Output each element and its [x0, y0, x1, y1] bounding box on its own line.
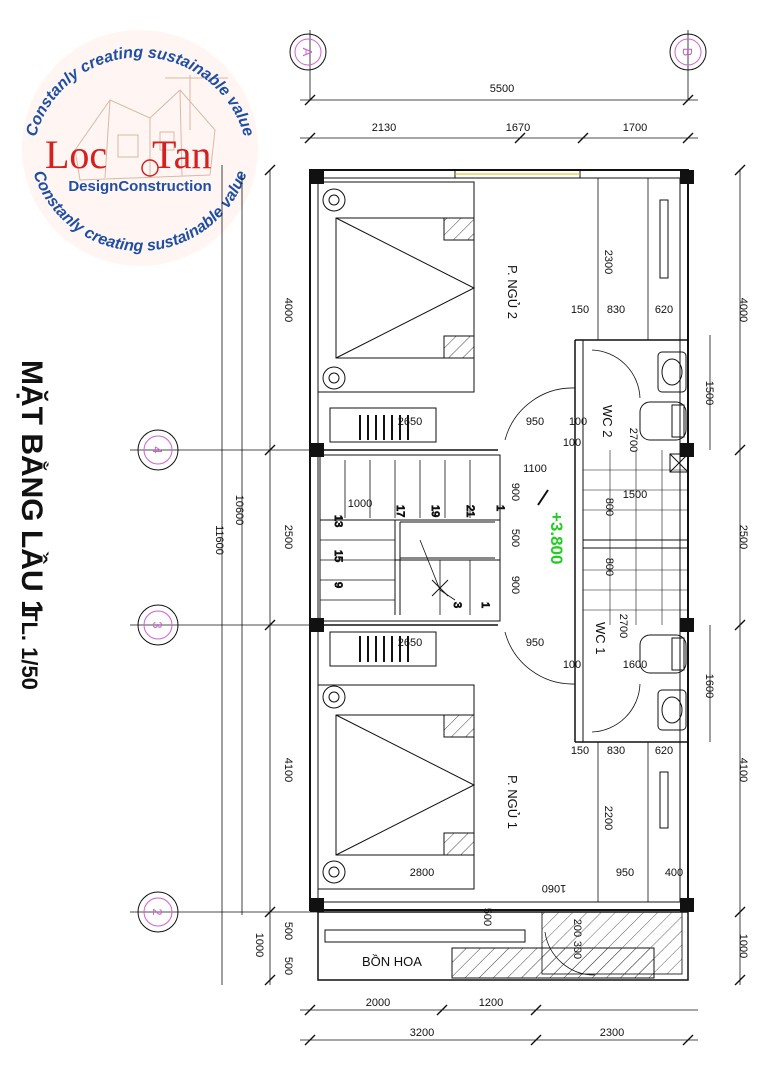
drawing-title-main: MẶT BẰNG LẦU 1: [15, 360, 49, 617]
dim-wc1-w: 1600: [703, 674, 715, 698]
dim-2200: 2200: [602, 806, 614, 830]
drawing-title: MẶT BẰNG LẦU 1 TL. 1/50: [15, 360, 49, 690]
staircase: 13 15 9 17 19 21 1 3 1: [319, 454, 507, 622]
axis-a: A: [289, 33, 327, 71]
label-planter: BỒN HOA: [362, 954, 422, 969]
dimension-text: 5500 2130 1670 1700 2000 1200 3200 2300 …: [213, 83, 749, 1039]
dim-1000: 1000: [348, 498, 372, 510]
dim-800a: 800: [603, 498, 615, 516]
dim-1500: 1500: [623, 489, 647, 501]
dim-left-total: 11600: [213, 525, 225, 555]
dim-150a: 150: [571, 304, 589, 316]
stair-step-1: 1: [479, 602, 491, 608]
dim-bot-b: 1200: [479, 997, 503, 1009]
dim-100a: 100: [569, 416, 587, 428]
dim-200: 200: [571, 919, 583, 937]
dim-1060: 1060: [542, 882, 566, 894]
level-label: +3.800: [547, 512, 566, 564]
dim-1100: 1100: [523, 463, 547, 475]
stair-step-15: 17: [394, 505, 406, 517]
dim-400: 400: [665, 867, 683, 879]
room-labels: P. NGỦ 2 P. NGỦ 1 WC 2 WC 1 BỒN HOA +3.8…: [362, 265, 615, 969]
logo-name-loc: Loc: [45, 132, 107, 177]
dim-right-c: 4100: [737, 758, 749, 782]
dim-left-d: 500: [282, 922, 294, 940]
dim-wc1-h: 2700: [617, 614, 629, 638]
dim-bot-d: 2300: [600, 1027, 624, 1039]
dim-1600: 1600: [623, 659, 647, 671]
label-wc-2: WC 2: [600, 405, 615, 438]
logo-name-tan: Tan: [152, 132, 211, 177]
level-marker: +3.800: [537, 489, 566, 564]
bedroom-2: [317, 181, 476, 443]
axis-a-label: A: [300, 48, 315, 57]
dim-left-total2: 10600: [233, 495, 245, 526]
dim-150b: 150: [571, 745, 589, 757]
stair-step-19: 21: [464, 505, 476, 517]
dim-2800: 2800: [410, 867, 434, 879]
dim-900b: 900: [509, 576, 521, 594]
dim-top-c: 1700: [623, 122, 647, 134]
dim-wc2-h: 2700: [627, 428, 639, 452]
dim-950c: 950: [616, 867, 634, 879]
dim-950b: 950: [526, 637, 544, 649]
dim-top-b: 1670: [506, 122, 530, 134]
axis-b: B: [669, 33, 707, 71]
dim-800b: 800: [603, 558, 615, 576]
axis-b-label: B: [680, 48, 695, 57]
dim-100b: 100: [563, 437, 581, 449]
dim-620b: 620: [655, 745, 673, 757]
dim-right-a: 4000: [737, 298, 749, 322]
label-bedroom-1: P. NGỦ 1: [505, 775, 520, 829]
dim-left-e: 500: [282, 957, 294, 975]
walls: [309, 169, 694, 981]
dim-500b: 500: [481, 908, 493, 926]
axis-3-label: 3: [150, 621, 165, 628]
dim-bot-a: 2000: [366, 997, 390, 1009]
stair-step-13: 13: [332, 515, 344, 527]
dim-right-b: 2500: [737, 525, 749, 549]
dim-left-a: 4000: [282, 298, 294, 322]
dim-top-a: 2130: [372, 122, 396, 134]
dim-2300: 2300: [602, 250, 614, 274]
dim-100c: 100: [563, 659, 581, 671]
stair-step-9: 9: [332, 582, 344, 588]
axis-4-label: 4: [150, 446, 165, 453]
axis-3: 3: [137, 604, 179, 646]
drawing-scale: TL. 1/50: [17, 608, 42, 690]
dim-830a: 830: [607, 304, 625, 316]
stair-step-17: 19: [429, 505, 441, 517]
dim-2650a: 2650: [398, 416, 422, 428]
wc-fixtures: [583, 351, 689, 731]
doors: [504, 349, 641, 976]
axis-2: 2: [137, 891, 179, 933]
dim-left-b: 2500: [282, 525, 294, 549]
axis-2-label: 2: [150, 908, 165, 915]
axis-4: 4: [137, 429, 179, 471]
dimension-lines: [221, 94, 746, 1046]
dim-wc2-w: 1500: [703, 381, 715, 405]
dim-900a: 900: [509, 483, 521, 501]
dim-left-c: 4100: [282, 758, 294, 782]
label-wc-1: WC 1: [593, 622, 608, 655]
logo-subtitle: DesignConstruction: [68, 178, 211, 195]
stair-step-3: 3: [451, 602, 463, 608]
dim-950a: 950: [526, 416, 544, 428]
stair-step-21: 1: [494, 505, 506, 511]
dim-620a: 620: [655, 304, 673, 316]
company-logo: Constanly creating sustainable value Con…: [22, 30, 258, 266]
dim-bot-c: 3200: [410, 1027, 434, 1039]
label-bedroom-2: P. NGỦ 2: [505, 265, 520, 319]
dim-300: 300: [571, 941, 583, 959]
bedroom-1: [317, 199, 669, 890]
dim-2650b: 2650: [398, 637, 422, 649]
dim-right-d: 1000: [737, 934, 749, 958]
dim-top-total: 5500: [490, 83, 514, 95]
dim-left-f: 1000: [253, 933, 265, 957]
dim-500a: 500: [509, 529, 521, 547]
dim-830b: 830: [607, 745, 625, 757]
stair-step-11: 15: [332, 550, 344, 562]
axis-markers: A B 4 3 2: [130, 30, 707, 933]
